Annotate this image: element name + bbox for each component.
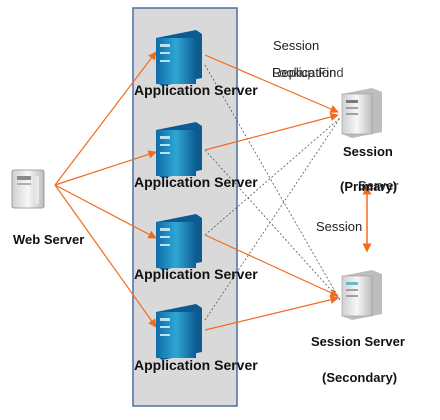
arrow — [204, 54, 339, 113]
session-secondary-label: Session Server — [311, 334, 405, 349]
application-server-icon — [156, 30, 202, 86]
arrow — [54, 150, 157, 186]
middle-session-label: Session — [316, 219, 362, 234]
web-to-app-arrows — [54, 51, 157, 328]
dotted-line — [204, 117, 341, 236]
arrow — [204, 112, 339, 151]
top-replication-label: Replication — [272, 65, 336, 80]
dotted-connections — [204, 64, 341, 321]
app-to-session-arrows — [204, 54, 339, 331]
top-lookup-label: Lookup Find — [272, 65, 344, 80]
application-server-icon — [156, 304, 202, 360]
arrow — [54, 184, 157, 328]
dotted-line — [204, 117, 341, 321]
arrow — [54, 184, 157, 239]
web-server-label: Web Server — [13, 232, 84, 247]
arrow — [54, 51, 157, 186]
dotted-line — [204, 149, 341, 301]
dotted-line — [204, 64, 341, 301]
app-server-label: Application Server — [134, 357, 258, 373]
session-primary-overlap-label: Server — [358, 178, 398, 193]
session-secondary-sublabel: (Secondary) — [322, 370, 397, 385]
arrow — [204, 295, 339, 331]
application-server-icon — [156, 122, 202, 178]
top-session-label: Session — [273, 38, 319, 53]
session-primary-sublabel: (Primary) — [340, 179, 397, 194]
app-server-label: Application Server — [134, 174, 258, 190]
web-server-icon — [11, 169, 45, 209]
session-server-secondary-icon — [341, 270, 382, 320]
app-server-label: Application Server — [134, 82, 258, 98]
session-primary-label: Session — [343, 144, 393, 159]
session-server-primary-icon — [341, 88, 382, 138]
arrow — [204, 234, 339, 297]
application-server-icon — [156, 214, 202, 270]
app-server-label: Application Server — [134, 266, 258, 282]
